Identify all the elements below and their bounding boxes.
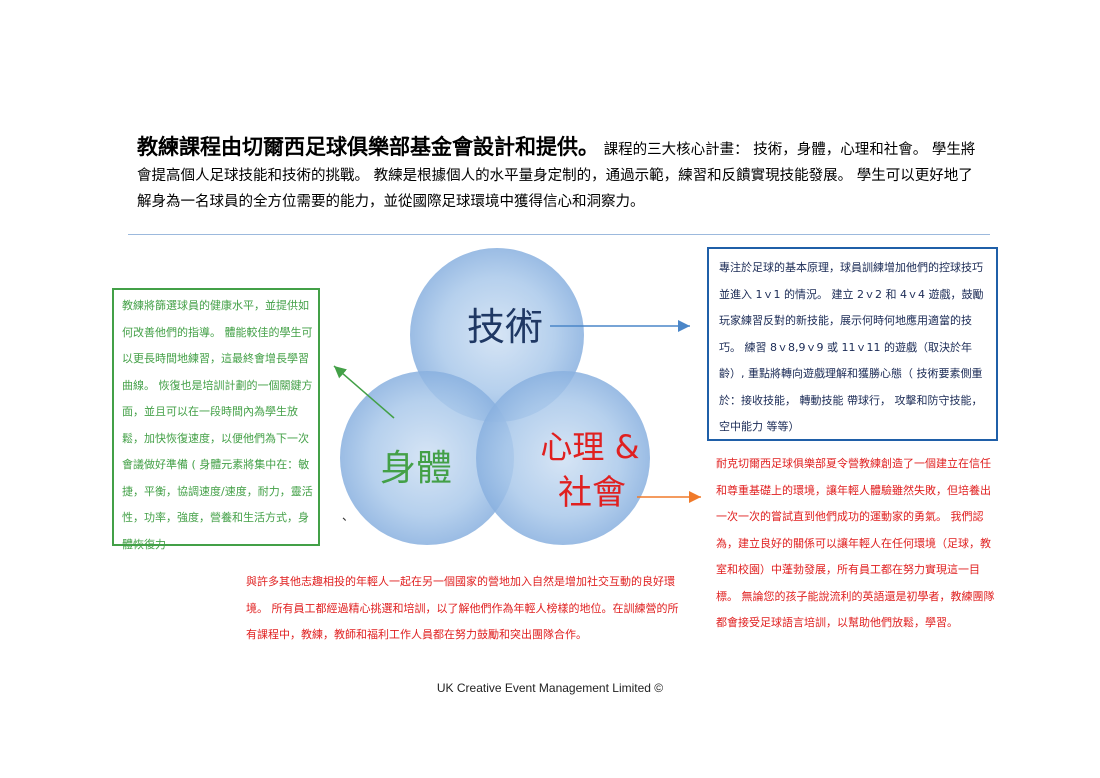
stray-mark: 、 xyxy=(342,509,355,523)
psych-right-text: 耐克切爾西足球俱樂部夏令營教練創造了一個建立在信任和尊重基礎上的環境，讓年輕人體… xyxy=(716,457,995,629)
technical-description-box: 專注於足球的基本原理，球員訓練增加他們的控球技巧並進入 1ｖ1 的情況。 建立 … xyxy=(707,247,998,441)
psych-description-right: 耐克切爾西足球俱樂部夏令營教練創造了一個建立在信任和尊重基礎上的環境，讓年輕人體… xyxy=(716,451,998,637)
physical-description-box: 教練將篩選球員的健康水平，並提供如何改善他們的指導。 體能較佳的學生可以更長時間… xyxy=(112,288,320,551)
physical-description: 教練將篩選球員的健康水平，並提供如何改善他們的指導。 體能較佳的學生可以更長時間… xyxy=(122,299,313,551)
footer-copyright: UK Creative Event Management Limited © xyxy=(436,681,664,695)
label-technical: 技術 xyxy=(467,305,543,349)
intro-body: 課程的三大核心計畫： 技術，身體，心理和社會。 學生將會提高個人足球技能和技術的… xyxy=(137,142,976,210)
label-psych-line2: 社會 xyxy=(558,473,626,513)
label-psych-line1: 心理 & xyxy=(540,428,639,466)
label-physical: 身體 xyxy=(380,448,452,489)
intro-paragraph: 教練課程由切爾西足球俱樂部基金會設計和提供。 課程的三大核心計畫： 技術，身體，… xyxy=(137,134,977,215)
psych-bottom-text: 與許多其他志趣相投的年輕人一起在另一個國家的營地加入自然是增加社交互動的良好環境… xyxy=(246,575,679,641)
divider xyxy=(128,234,990,235)
circle-physical xyxy=(340,371,514,545)
psych-description-bottom: 與許多其他志趣相投的年輕人一起在另一個國家的營地加入自然是增加社交互動的良好環境… xyxy=(246,569,686,649)
intro-lead: 教練課程由切爾西足球俱樂部基金會設計和提供。 xyxy=(137,135,599,159)
circle-psych xyxy=(476,371,650,545)
arrow-physical xyxy=(333,365,395,419)
technical-description: 專注於足球的基本原理，球員訓練增加他們的控球技巧並進入 1ｖ1 的情況。 建立 … xyxy=(719,261,984,433)
